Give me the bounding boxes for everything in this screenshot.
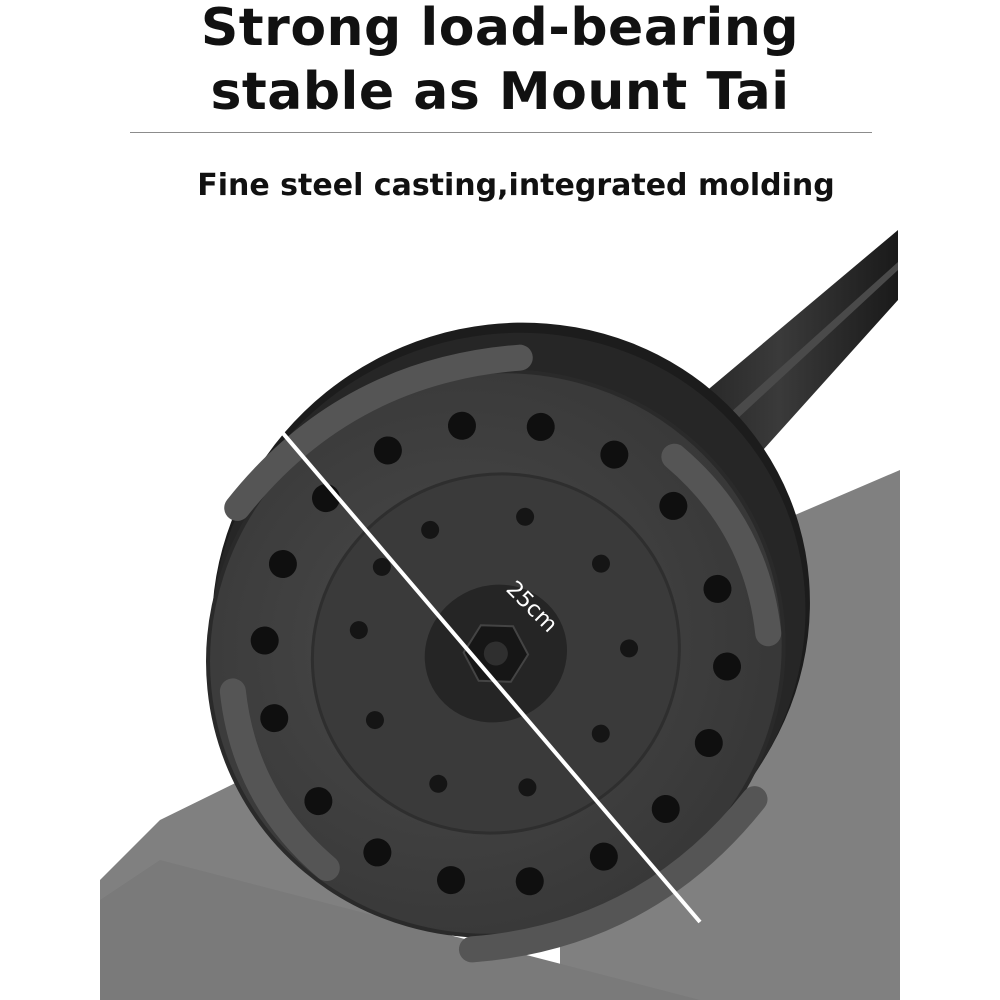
hole <box>620 639 639 658</box>
headline-line-1: Strong load-bearing <box>200 0 800 58</box>
stand-base <box>206 322 810 963</box>
hole <box>436 866 465 895</box>
hole <box>447 411 476 440</box>
inner-holes <box>349 507 639 797</box>
hole <box>373 436 402 465</box>
hole <box>349 621 368 640</box>
hole <box>526 412 555 441</box>
hole <box>518 778 537 797</box>
divider <box>130 132 872 133</box>
hole <box>304 787 333 816</box>
floor-surface-lower <box>100 860 700 1000</box>
hole <box>713 652 742 681</box>
base-rib-bottom <box>458 786 768 963</box>
hole <box>365 711 384 730</box>
hole <box>429 774 448 793</box>
base-rib-top <box>224 344 533 521</box>
bolt-head <box>483 641 508 666</box>
hole <box>694 729 723 758</box>
hole <box>516 507 535 526</box>
headline: Strong load-bearing stable as Mount Tai <box>0 0 1000 124</box>
subheadline: Fine steel casting,integrated molding <box>197 168 835 203</box>
hole <box>651 794 680 823</box>
hole <box>421 520 440 539</box>
hole <box>515 867 544 896</box>
headline-line-2: stable as Mount Tai <box>210 62 790 122</box>
hole <box>250 626 279 655</box>
hole <box>591 554 610 573</box>
hole <box>260 704 289 733</box>
outer-holes <box>250 411 742 896</box>
hole <box>600 440 629 469</box>
base-rib-left <box>219 678 340 882</box>
hole <box>363 838 392 867</box>
diameter-line <box>244 388 702 924</box>
hole <box>591 724 610 743</box>
hole <box>659 491 688 520</box>
stand-pole-edge <box>700 262 898 446</box>
hole <box>268 550 297 579</box>
hole <box>703 574 732 603</box>
hole <box>589 842 618 871</box>
hole <box>372 557 391 576</box>
base-rib-right <box>661 443 782 647</box>
